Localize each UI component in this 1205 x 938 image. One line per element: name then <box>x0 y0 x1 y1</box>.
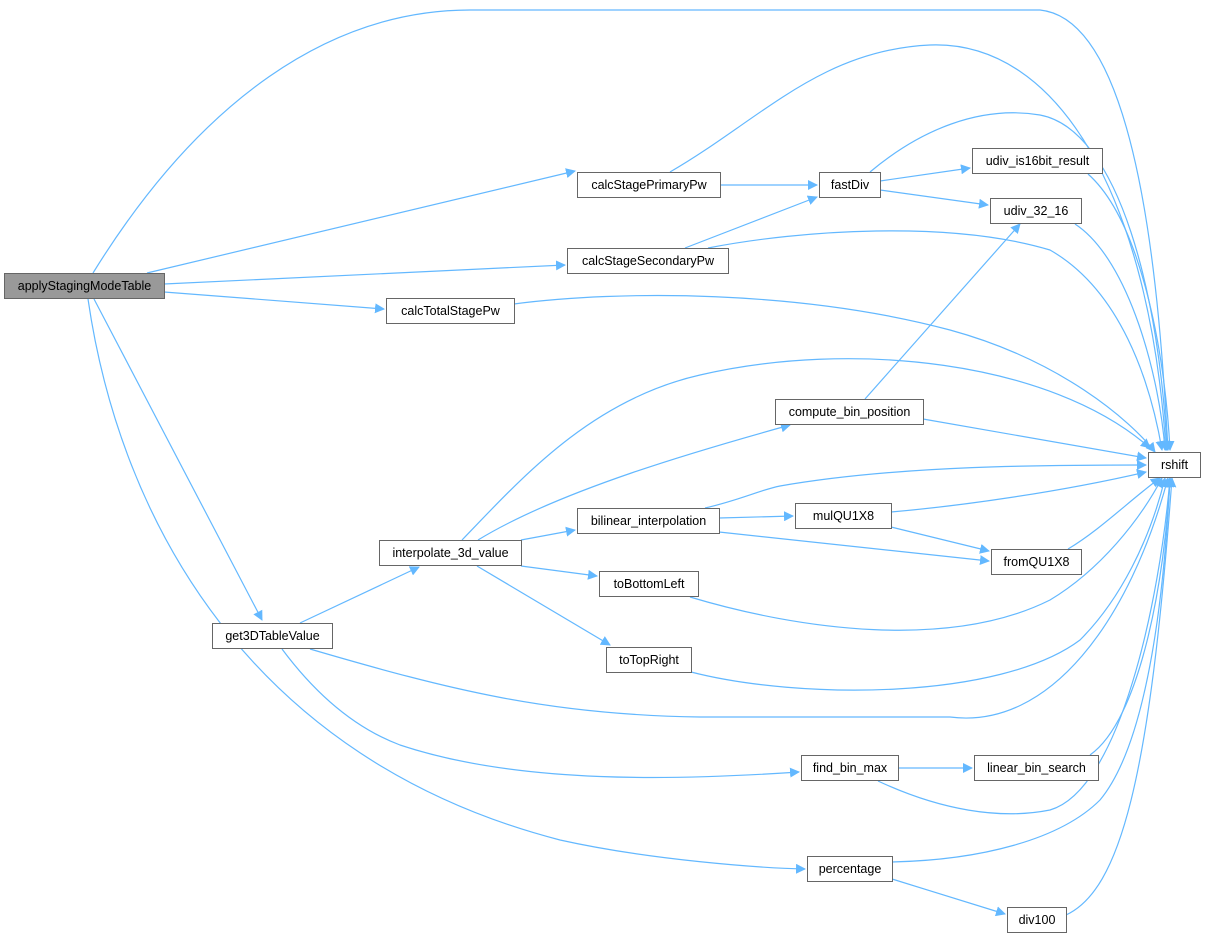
edge-udiv_32_16-rshift <box>1074 223 1170 451</box>
edge-interpolate-toBottomLeft <box>520 565 598 580</box>
node-linear_bin_search[interactable]: linear_bin_search <box>974 755 1099 781</box>
node-rshift[interactable]: rshift <box>1148 452 1201 478</box>
edge-secondary-fastDiv <box>684 195 818 249</box>
edge-mulQU1X8-rshift <box>890 469 1147 513</box>
edge-fastDiv-udiv_32_16 <box>879 189 989 209</box>
node-udiv_is16bit_result[interactable]: udiv_is16bit_result <box>972 148 1103 174</box>
node-find_bin_max[interactable]: find_bin_max <box>801 755 899 781</box>
edge-percentage-rshift <box>891 477 1175 863</box>
edge-interpolate-compute_bin_position <box>477 422 791 541</box>
node-bilinear_interpolation[interactable]: bilinear_interpolation <box>577 508 720 534</box>
edge-find_bin_max-rshift <box>877 477 1175 815</box>
node-applyStagingModeTable[interactable]: applyStagingModeTable <box>4 273 165 299</box>
edge-fastDiv-udiv_is16bit_result <box>879 164 971 182</box>
edge-get3D-interpolate <box>299 566 420 624</box>
edge-mulQU1X8-fromQU1X8 <box>890 526 990 554</box>
edge-get3D-find_bin_max <box>281 648 800 779</box>
edge-percentage-div100 <box>891 878 1006 917</box>
edge-bilinear-mulQU1X8 <box>718 511 794 522</box>
node-get3DTableValue[interactable]: get3DTableValue <box>212 623 333 649</box>
node-calcStagePrimaryPw[interactable]: calcStagePrimaryPw <box>577 172 721 198</box>
edge-toBottomLeft-rshift <box>689 477 1163 631</box>
edge-fastDiv-rshift <box>869 112 1172 451</box>
edge-interpolate-toTopRight <box>476 565 611 646</box>
edge-get3D-rshift <box>309 477 1171 719</box>
edge-div100-rshift <box>1065 477 1177 916</box>
node-fromQU1X8[interactable]: fromQU1X8 <box>991 549 1082 575</box>
edge-interpolate-bilinear <box>520 526 576 541</box>
edge-fromQU1X8-rshift <box>1067 477 1161 550</box>
edge-total-rshift <box>513 294 1156 453</box>
edge-secondary-rshift <box>707 230 1166 451</box>
edge-compute_bin_position-udiv_32_16 <box>864 223 1021 400</box>
node-calcTotalStagePw[interactable]: calcTotalStagePw <box>386 298 515 324</box>
edge-bilinear-rshift <box>704 460 1147 509</box>
node-udiv_32_16[interactable]: udiv_32_16 <box>990 198 1082 224</box>
edge-udiv_is16bit_result-rshift <box>1087 173 1175 451</box>
node-compute_bin_position[interactable]: compute_bin_position <box>775 399 924 425</box>
node-fastDiv[interactable]: fastDiv <box>819 172 881 198</box>
edge-apply-get3DTableValue <box>93 298 263 621</box>
edge-apply-rshift <box>92 9 1173 451</box>
edge-compute_bin_position-rshift <box>922 418 1147 462</box>
edge-apply-percentage <box>87 298 806 874</box>
edge-apply-calcStagePrimaryPw <box>146 168 576 274</box>
edge-apply-calcStageSecondaryPw <box>163 260 566 285</box>
edge-interpolate-rshift <box>461 358 1151 541</box>
node-mulQU1X8[interactable]: mulQU1X8 <box>795 503 892 529</box>
node-toTopRight[interactable]: toTopRight <box>606 647 692 673</box>
edge-primary-rshift <box>669 44 1171 451</box>
edge-toTopRight-rshift <box>690 477 1168 691</box>
node-calcStageSecondaryPw[interactable]: calcStageSecondaryPw <box>567 248 729 274</box>
node-toBottomLeft[interactable]: toBottomLeft <box>599 571 699 597</box>
node-percentage[interactable]: percentage <box>807 856 893 882</box>
node-interpolate_3d_value[interactable]: interpolate_3d_value <box>379 540 522 566</box>
node-div100[interactable]: div100 <box>1007 907 1067 933</box>
edge-bilinear-fromQU1X8 <box>718 531 990 566</box>
edge-apply-calcTotalStagePw <box>163 291 385 314</box>
